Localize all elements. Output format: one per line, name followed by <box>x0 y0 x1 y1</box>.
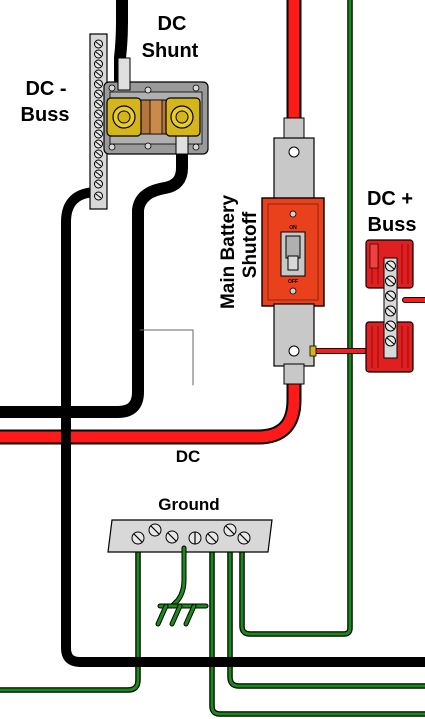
ground-wire-right-upper <box>228 538 425 688</box>
switch-on-label: ON <box>289 225 297 231</box>
dc-ground-label-line1: DC <box>176 447 201 466</box>
dc-shunt-label-line2: Shunt <box>142 40 199 62</box>
dc-plus-buss-label-line2: Buss <box>368 214 417 236</box>
dc-shunt-label-line1: DC <box>158 13 187 35</box>
positive-wire-main <box>0 376 300 443</box>
dc-ground-buss <box>107 519 273 553</box>
shunt-terminal-right <box>165 97 201 137</box>
shunt-sense-lead <box>139 329 194 386</box>
dc-plus-buss-label-line1: DC + <box>367 188 413 210</box>
main-battery-shutoff-label-line2: Shutoff <box>240 211 261 278</box>
shunt-terminal-left <box>106 97 142 137</box>
switch-off-label: OFF <box>288 279 298 285</box>
negative-wire-shunt-out <box>0 144 188 418</box>
dc-minus-buss-label-line1: DC - <box>25 78 66 100</box>
ground-wire-right-lower <box>210 538 425 716</box>
main-battery-shutoff: ON OFF <box>261 117 325 385</box>
main-battery-shutoff-label-line1: Main Battery <box>218 195 239 309</box>
shunt-mount-screws <box>108 84 200 151</box>
dc-plus-buss <box>365 239 414 373</box>
ground-wire-shutoff <box>240 0 352 636</box>
shutoff-toggle <box>280 231 306 277</box>
dc-ground-label-line2: Ground <box>158 495 219 514</box>
earth-ground-icon <box>155 545 209 627</box>
negative-wire-buss <box>61 187 425 667</box>
dc-minus-buss <box>89 33 108 210</box>
dc-minus-buss-label-line2: Buss <box>21 104 70 126</box>
dc-shunt <box>103 57 209 155</box>
ground-wire-left <box>0 538 140 692</box>
